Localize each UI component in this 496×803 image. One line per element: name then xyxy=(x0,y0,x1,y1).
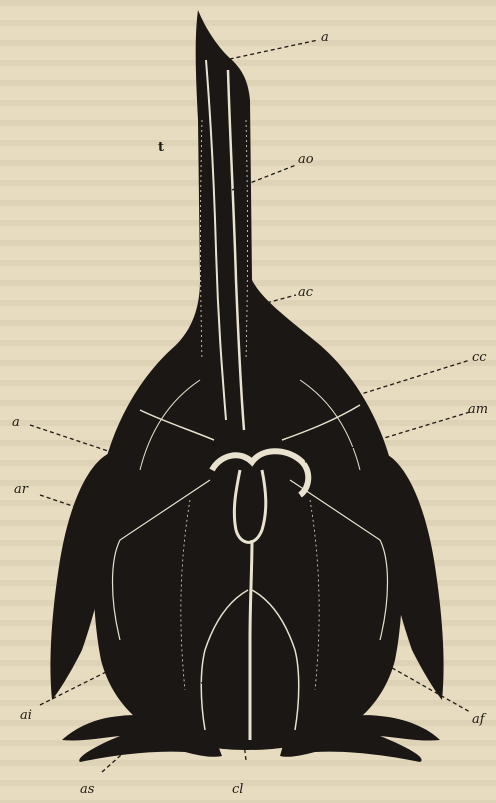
label-af: af xyxy=(472,712,485,727)
label-ai: ai xyxy=(20,708,32,723)
label-a-left: a xyxy=(12,415,20,430)
label-cl: cl xyxy=(232,782,243,797)
label-am: am xyxy=(468,402,488,417)
label-ac: ac xyxy=(298,285,313,300)
label-ar: ar xyxy=(14,482,28,497)
leader-a-left xyxy=(30,425,120,455)
label-a-top: a xyxy=(321,30,329,45)
label-t: t xyxy=(158,140,164,155)
leader-a-top xyxy=(216,40,318,62)
bird-body xyxy=(94,10,403,750)
label-as: as xyxy=(80,782,94,797)
label-cc: cc xyxy=(472,350,487,365)
label-ao: ao xyxy=(298,152,314,167)
